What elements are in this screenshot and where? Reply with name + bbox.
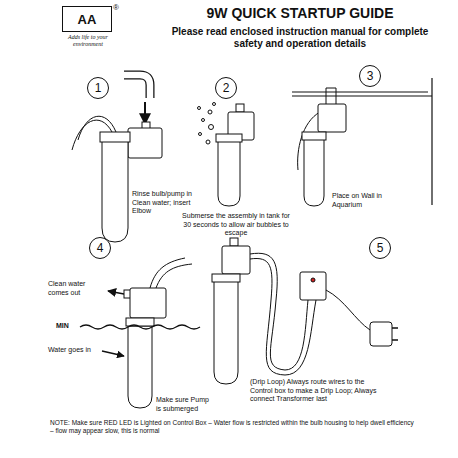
step1-figure [72,75,162,242]
logo-box: AAAdds life to your environment [62,6,112,32]
insert-arrow [144,102,146,124]
control-box [300,272,326,300]
bubble [202,119,205,122]
step-number-circle: 5 [369,237,391,259]
bulb [128,326,152,408]
bulb-cap [212,274,240,282]
water-line [80,325,200,329]
logo-tagline: Adds life to your environment [57,34,119,48]
bulb-cap [126,318,154,326]
elbow-inner [124,75,150,98]
step-caption: Submerse the assembly in tank for 30 sec… [182,212,290,238]
bubble [209,125,214,130]
step-number-circle: 4 [89,237,111,259]
step-number-circle: 1 [87,77,109,99]
bubble [213,103,216,106]
step-number: 2 [223,81,230,95]
step-caption: Place on Wall in Aquarium [332,192,394,209]
bulb [218,140,240,206]
bulb-cap [302,132,326,140]
bulb [102,140,128,242]
step-number: 1 [95,81,102,95]
pump-head [318,104,346,132]
step-number: 5 [377,241,384,255]
wire [156,264,192,288]
flow-label: Water goes in [48,346,106,355]
bulb-cap [216,134,242,142]
bubble [198,107,201,110]
transformer [370,322,392,346]
level-label: MIN [56,322,78,331]
step-number: 3 [367,69,374,83]
inflow-arrow [102,351,124,356]
plug-prongs [392,328,398,340]
bulb-cap [100,132,130,142]
power-cord [326,290,370,330]
outlet [236,104,244,112]
outlet [230,238,238,246]
flow-label: Clean water comes out [48,280,106,297]
bubble [199,133,202,136]
red-led [311,278,315,282]
step3-figure [292,78,432,206]
step-number-circle: 3 [359,65,381,87]
step-caption: Rinse bulb/pump in Clean water; insert E… [132,190,194,216]
outflow-arrow [108,291,124,294]
step-caption: (Drip Loop) Always route wires to the Co… [250,378,388,404]
step4-figure [80,258,200,408]
hanger [326,88,336,104]
page-title: 9W QUICK STARTUP GUIDE [160,5,440,22]
step5-figure [212,238,398,384]
pump-head [128,128,162,158]
bubble [206,140,210,144]
logo-mark: AA [78,12,97,27]
bulb [304,138,324,206]
pump-head [222,246,250,274]
step-number: 4 [97,241,104,255]
step2-figure [198,103,255,207]
drip-loop-wire [250,253,308,370]
instruction-note: Please read enclosed instruction manual … [166,26,434,50]
footer-note: NOTE: Make sure RED LED is Lighted on Co… [50,419,418,435]
registered-mark: ® [113,3,125,13]
step-caption: Make sure Pump is submerged [156,396,210,413]
wire [150,258,185,288]
bulb [214,280,238,384]
bubble [208,110,212,114]
step-number-circle: 2 [215,77,237,99]
elbow-outline [124,75,150,98]
aquarium-wall [292,78,432,205]
pump-head [130,288,166,318]
